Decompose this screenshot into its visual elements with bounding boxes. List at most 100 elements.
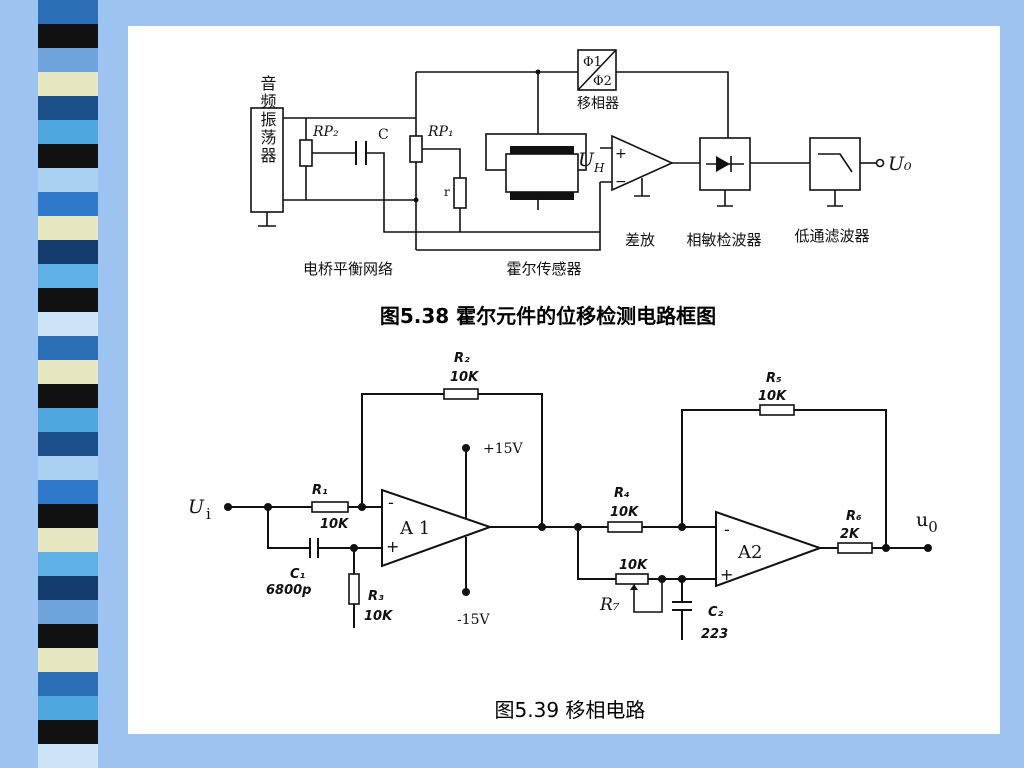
hall-sensor-label: 霍尔传感器 <box>506 260 581 278</box>
r2-resistor <box>443 388 479 400</box>
r-resistor <box>453 177 467 209</box>
r4-resistor <box>607 521 643 533</box>
hall-element <box>505 153 579 193</box>
r7-value: 10K <box>619 558 648 573</box>
rp1-label: RP₁ <box>427 124 454 140</box>
r1-resistor <box>311 501 349 513</box>
c1-label: C₁ <box>290 567 306 582</box>
r7-label: R₇ <box>599 595 620 615</box>
stripe-block <box>38 240 98 265</box>
vminus-label: -15V <box>457 612 491 628</box>
stripe-block <box>38 168 98 193</box>
stripe-block <box>38 552 98 577</box>
c2-capacitor <box>672 579 692 640</box>
stripe-block <box>38 336 98 361</box>
phase-detector-label: 相敏检波器 <box>686 231 761 249</box>
stripe-block <box>38 72 98 97</box>
capacitor-c-label: C <box>378 127 389 143</box>
stripe-block <box>38 744 98 768</box>
r5-label: R₅ <box>766 371 782 386</box>
decorative-stripe-bar <box>38 0 98 768</box>
r2-value: 10K <box>450 370 479 385</box>
output-u0-label: U₀ <box>888 153 912 175</box>
rp1-resistor <box>409 135 423 163</box>
stripe-block <box>38 408 98 433</box>
a1-minus: - <box>388 493 394 512</box>
phase-2-label: Φ2 <box>593 74 612 89</box>
bridge-network-label: 电桥平衡网络 <box>303 260 393 278</box>
diff-amp-minus: − <box>615 174 627 190</box>
output-uo-label: u0 <box>916 509 938 536</box>
stripe-block <box>38 48 98 73</box>
stripe-block <box>38 720 98 745</box>
stripe-block <box>38 576 98 601</box>
opamp-a2 <box>715 510 823 588</box>
stripe-block <box>38 432 98 457</box>
stripe-block <box>38 624 98 649</box>
rp2-resistor <box>299 139 313 167</box>
r3-value: 10K <box>364 609 393 624</box>
c2-value: 223 <box>701 627 728 642</box>
figure-5-38-caption: 图5.38 霍尔元件的位移检测电路框图 <box>380 304 716 328</box>
opamp-a1 <box>381 488 494 568</box>
c1-value: 6800p <box>266 583 312 598</box>
figure-5-39-caption: 图5.39 移相电路 <box>495 698 646 722</box>
stripe-block <box>38 456 98 481</box>
stripe-block <box>38 312 98 337</box>
r3-label: R₃ <box>368 589 384 604</box>
phase-shifter-label: 移相器 <box>577 96 619 112</box>
stripe-block <box>38 96 98 121</box>
stripe-block <box>38 528 98 553</box>
figure-5-38: 音频振荡器 RP₂ C RP₁ r <box>250 49 912 328</box>
stripe-block <box>38 360 98 385</box>
stripe-block <box>38 480 98 505</box>
a2-minus: - <box>724 520 730 539</box>
c1-capacitor <box>309 538 319 558</box>
bridge-rails <box>283 117 416 201</box>
capacitor-c <box>355 141 367 165</box>
stripe-block <box>38 600 98 625</box>
r6-value: 2K <box>840 527 860 542</box>
r2-label: R₂ <box>454 351 470 366</box>
r-label: r <box>444 185 450 199</box>
stripe-block <box>38 648 98 673</box>
r1-label: R₁ <box>312 483 328 498</box>
stripe-block <box>38 216 98 241</box>
r5-resistor <box>759 404 795 416</box>
diff-amp-label: 差放 <box>625 231 655 249</box>
r7-potentiometer <box>615 573 649 585</box>
diff-amp-plus: + <box>615 146 627 162</box>
stripe-block <box>38 696 98 721</box>
stripe-block <box>38 384 98 409</box>
lowpass-filter-box <box>809 137 861 191</box>
stripe-block <box>38 144 98 169</box>
stripe-block <box>38 192 98 217</box>
c2-label: C₂ <box>708 605 724 620</box>
a2-plus: + <box>720 565 733 584</box>
stripe-block <box>38 504 98 529</box>
stripe-block <box>38 120 98 145</box>
a2-label: A2 <box>737 542 762 563</box>
r4-value: 10K <box>610 505 639 520</box>
rp2-label: RP₂ <box>312 124 339 140</box>
r5-value: 10K <box>758 389 787 404</box>
a1-plus: + <box>386 537 399 556</box>
a1-label: A 1 <box>399 518 430 539</box>
stripe-block <box>38 264 98 289</box>
uh-label: UH <box>578 149 605 175</box>
vplus-label: +15V <box>483 441 524 457</box>
r6-resistor <box>837 542 873 554</box>
phase-1-label: Φ1 <box>583 55 602 70</box>
stripe-block <box>38 288 98 313</box>
oscillator-ground-symbol <box>258 212 276 227</box>
r3-resistor <box>348 573 360 605</box>
r1-value: 10K <box>320 517 349 532</box>
differential-amplifier <box>611 134 674 192</box>
stripe-block <box>38 672 98 697</box>
lowpass-filter-label: 低通滤波器 <box>794 227 869 245</box>
r6-label: R₆ <box>846 509 862 524</box>
r4-label: R₄ <box>614 486 630 501</box>
